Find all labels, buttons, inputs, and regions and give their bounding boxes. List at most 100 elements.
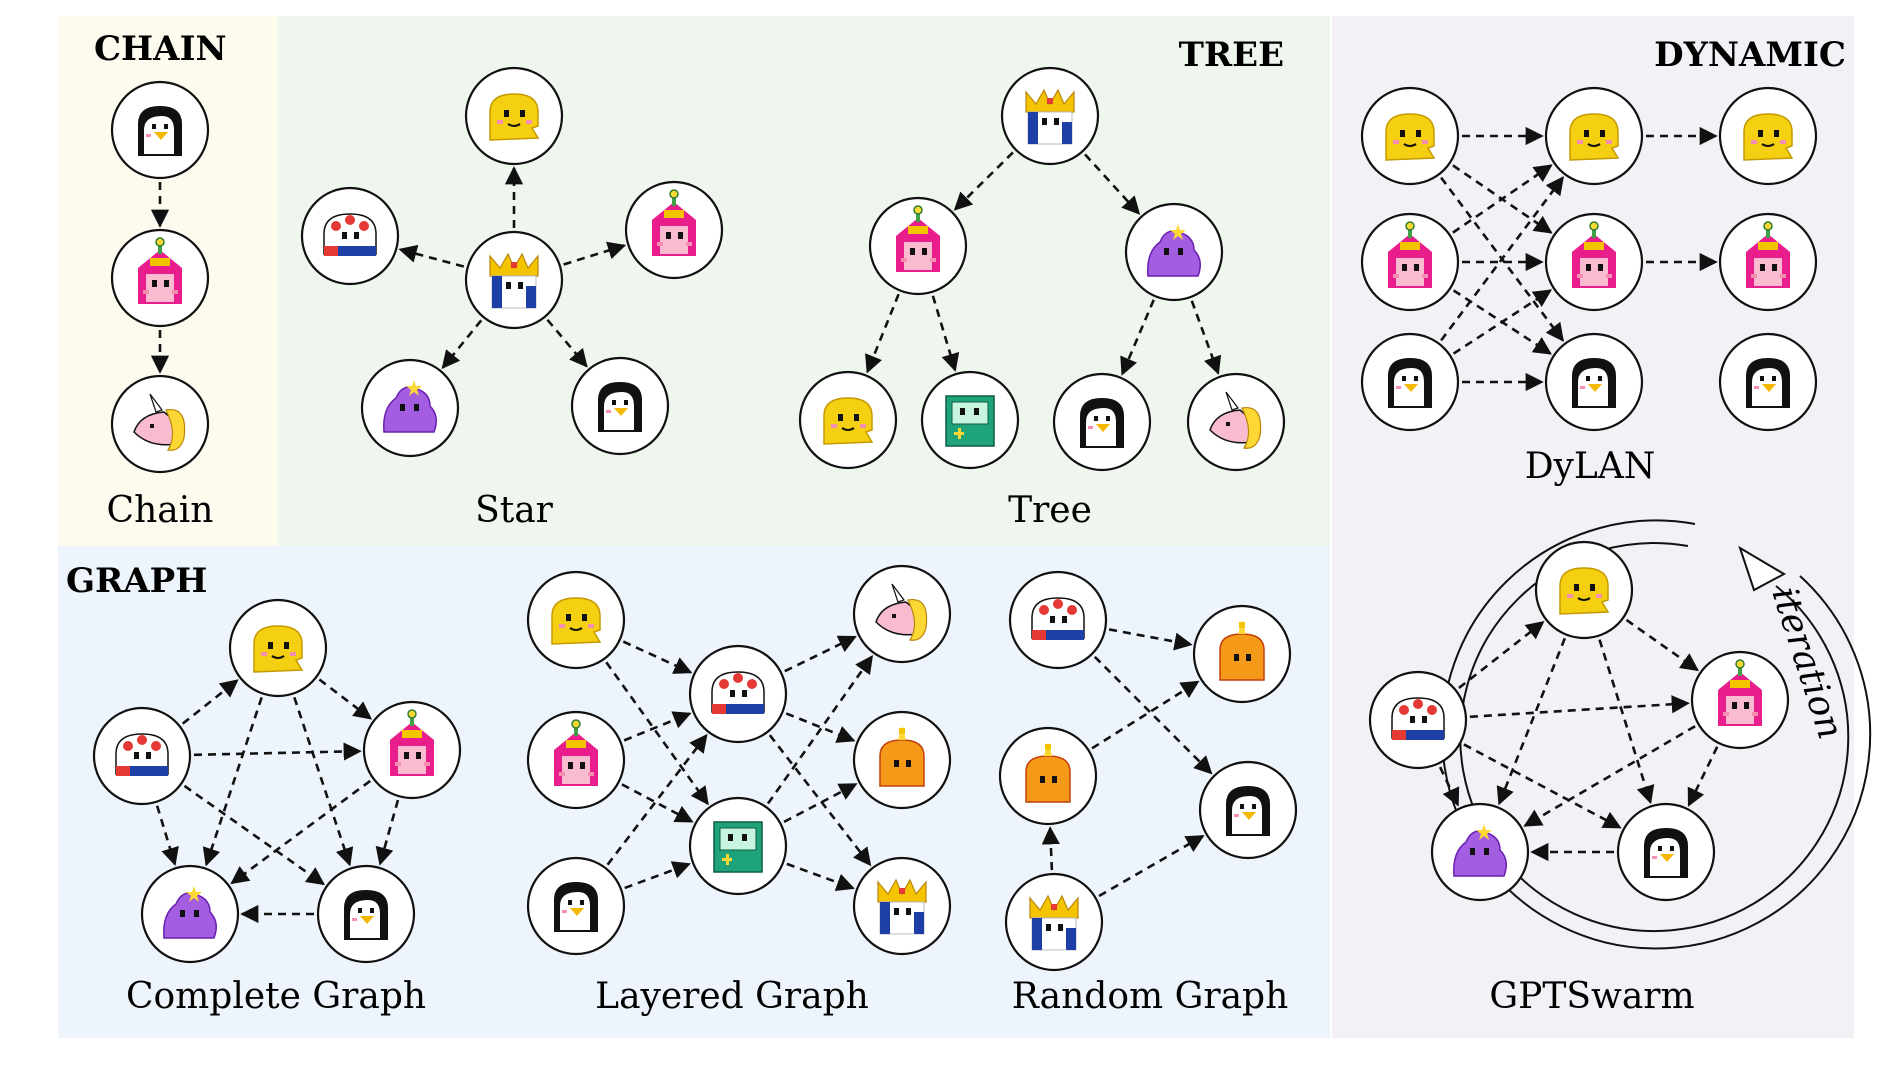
- princess-icon: [1718, 659, 1762, 726]
- peppermint-icon: [115, 733, 169, 776]
- edge-d02-d11: [1452, 289, 1552, 355]
- edge-gTop-gBL: [202, 696, 263, 867]
- robot-icon: [713, 821, 763, 873]
- edge-gTop-gR: [318, 678, 373, 720]
- node-l5: [852, 564, 952, 664]
- node-wBR: [1616, 802, 1716, 902]
- ice-king-icon: [877, 878, 927, 935]
- node-wL: [1368, 670, 1468, 770]
- node-r0: [1008, 570, 1108, 670]
- label-layered-graph: Layered Graph: [595, 976, 869, 1017]
- yellow-blob-icon: [1743, 113, 1794, 161]
- edge-r4-r3: [1098, 834, 1205, 898]
- edge-gL-gBR: [183, 784, 325, 886]
- node-d12: [1544, 332, 1644, 432]
- node-gR: [362, 700, 462, 800]
- node-l2: [526, 856, 626, 956]
- penguin-icon: [138, 106, 182, 156]
- princess-icon: [554, 719, 598, 786]
- node-wTop: [1534, 540, 1634, 640]
- edge-wR-wBL: [1523, 725, 1696, 827]
- node-d11: [1544, 212, 1644, 312]
- section-title-tree: TREE: [1179, 35, 1284, 75]
- node-c1: [110, 80, 210, 180]
- node-t6: [1186, 372, 1286, 472]
- label-random-graph: Random Graph: [1012, 976, 1289, 1017]
- edge-d01-d10: [1452, 164, 1553, 234]
- edge-gR-gBR: [375, 799, 400, 866]
- edges-layer: [150, 126, 1719, 924]
- edge-wTop-wBR: [1598, 639, 1655, 805]
- node-d01: [1360, 212, 1460, 312]
- edge-sC-sBL: [441, 319, 483, 370]
- flame-princess-icon: [1025, 742, 1071, 803]
- label-dylan: DyLAN: [1525, 446, 1656, 487]
- edge-wL-wR: [1469, 695, 1690, 719]
- node-d21: [1718, 212, 1818, 312]
- edge-wTop-wBL: [1496, 637, 1567, 806]
- node-sTop: [464, 66, 564, 166]
- yellow-blob-icon: [1385, 113, 1436, 161]
- edge-l0-l3: [622, 640, 693, 674]
- robot-icon: [945, 395, 995, 447]
- label-complete-graph: Complete Graph: [126, 976, 426, 1017]
- edge-wTop-wR: [1625, 618, 1699, 672]
- node-d10: [1544, 86, 1644, 186]
- princess-icon: [1746, 221, 1790, 288]
- edge-sC-sL: [398, 244, 465, 268]
- node-t0: [1000, 66, 1100, 166]
- princess-icon: [896, 205, 940, 272]
- yellow-blob-icon: [253, 625, 304, 673]
- lumpy-icon: [383, 380, 437, 433]
- node-r1: [1192, 604, 1292, 704]
- node-t3: [798, 370, 898, 470]
- node-sBR: [570, 356, 670, 456]
- lumpy-icon: [1453, 824, 1507, 877]
- penguin-icon: [1572, 358, 1616, 408]
- node-sL: [300, 186, 400, 286]
- node-r3: [1198, 760, 1298, 860]
- yellow-blob-icon: [551, 597, 602, 645]
- edge-l0-l4: [605, 661, 709, 806]
- princess-icon: [1388, 221, 1432, 288]
- peppermint-icon: [323, 213, 377, 256]
- flame-princess-icon: [879, 726, 925, 787]
- penguin-icon: [1644, 828, 1688, 878]
- peppermint-icon: [1391, 697, 1445, 740]
- princess-icon: [652, 189, 696, 256]
- node-l7: [852, 856, 952, 956]
- edge-wL-wTop: [1458, 620, 1545, 689]
- penguin-icon: [598, 382, 642, 432]
- penguin-icon: [1226, 786, 1270, 836]
- label-chain: Chain: [107, 490, 214, 531]
- iteration-ring: [1441, 519, 1872, 950]
- node-t4: [920, 370, 1020, 470]
- node-r4: [1004, 872, 1104, 972]
- princess-icon: [1572, 221, 1616, 288]
- edge-r4-r2: [1041, 826, 1060, 871]
- node-d20: [1718, 86, 1818, 186]
- lumpy-icon: [1147, 224, 1201, 277]
- edge-gR-gBL: [230, 779, 371, 885]
- yellow-blob-icon: [1559, 567, 1610, 615]
- edge-r2-r1: [1091, 680, 1200, 750]
- node-sR: [624, 180, 724, 280]
- edge-d02-d10: [1440, 176, 1564, 342]
- yellow-blob-icon: [489, 93, 540, 141]
- section-title-dynamic: DYNAMIC: [1654, 35, 1846, 75]
- node-gL: [92, 706, 192, 806]
- node-l6: [852, 710, 952, 810]
- unicorn-icon: [1209, 391, 1262, 449]
- node-d00: [1360, 86, 1460, 186]
- dynamic-panel: [1332, 16, 1854, 1038]
- edge-l4-l7: [786, 862, 855, 892]
- lumpy-icon: [163, 886, 217, 939]
- node-wBL: [1430, 802, 1530, 902]
- edge-l1-l3: [623, 711, 692, 742]
- ice-king-icon: [1029, 894, 1079, 951]
- node-gBR: [316, 864, 416, 964]
- unicorn-icon: [133, 393, 186, 451]
- label-tree: Tree: [1008, 490, 1092, 531]
- node-t5: [1052, 372, 1152, 472]
